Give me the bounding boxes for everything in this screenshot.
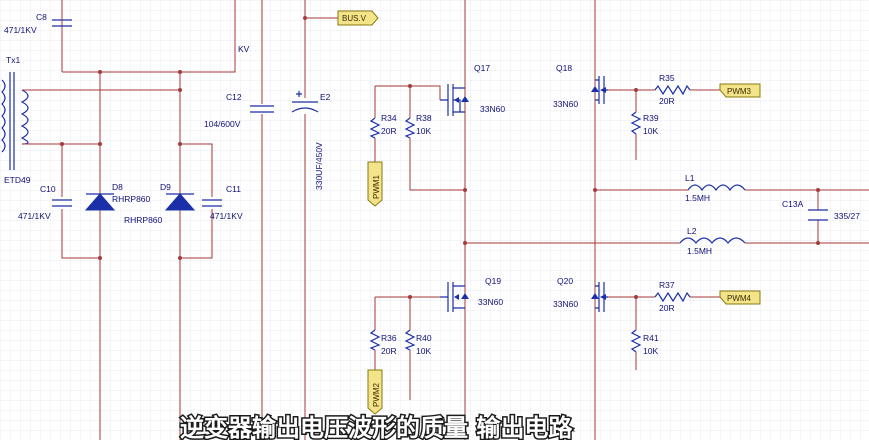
label-c10: C10 <box>40 184 56 194</box>
label-d8: D8 <box>112 182 123 192</box>
label-r34: R34 <box>381 113 397 123</box>
junctions <box>60 16 820 299</box>
resistor-r38-symbol <box>404 117 416 139</box>
resistor-r39-symbol <box>630 111 642 135</box>
label-r39-value: 10K <box>643 126 658 136</box>
port-pwm1-label: PWM1 <box>372 174 381 199</box>
resistor-r37-symbol <box>654 291 691 303</box>
capacitor-c8-symbol <box>52 0 72 27</box>
label-r36: R36 <box>381 333 397 343</box>
port-bus-v-label: BUS.V <box>342 14 367 23</box>
diode-d9-symbol <box>164 193 196 211</box>
mosfet-q19-symbol <box>440 282 469 312</box>
label-l1: L1 <box>685 173 695 183</box>
label-q18: Q18 <box>556 63 572 73</box>
label-l1-value: 1.5MH <box>685 193 710 203</box>
label-q18-value: 33N60 <box>553 99 578 109</box>
component-labels: C8 471/1KV Tx1 ETD49 KV C12 104/600V E2 … <box>4 12 860 356</box>
label-c8: C8 <box>36 12 47 22</box>
port-bus-v: BUS.V <box>337 10 379 26</box>
port-pwm4-label: PWM4 <box>727 294 752 303</box>
label-r35: R35 <box>659 73 675 83</box>
resistor-r36-symbol <box>369 329 381 351</box>
label-q20-value: 33N60 <box>553 299 578 309</box>
label-c13a-value: 335/27 <box>834 211 860 221</box>
label-r34-value: 20R <box>381 126 397 136</box>
label-r40: R40 <box>416 333 432 343</box>
resistor-r41-symbol <box>630 329 642 353</box>
resistor-r40-symbol <box>404 329 416 351</box>
label-q20: Q20 <box>557 276 573 286</box>
label-c10-value: 471/1KV <box>18 211 51 221</box>
label-c11: C11 <box>226 184 241 194</box>
label-q19-value: 33N60 <box>478 297 503 307</box>
label-q17: Q17 <box>474 63 490 73</box>
label-c12: C12 <box>226 92 242 102</box>
label-c8-value: 471/1KV <box>4 25 37 35</box>
label-r37-value: 20R <box>659 303 675 313</box>
label-r41: R41 <box>643 333 659 343</box>
label-kv: KV <box>238 44 250 54</box>
label-c13a: C13A <box>782 199 804 209</box>
port-pwm2-label: PWM2 <box>372 382 381 407</box>
capacitor-c12-symbol <box>250 104 274 114</box>
label-q19: Q19 <box>485 276 501 286</box>
label-c12-value: 104/600V <box>204 119 241 129</box>
capacitor-c10-symbol <box>52 197 72 209</box>
label-r38-value: 10K <box>416 126 431 136</box>
label-c11-value: 471/1KV <box>210 211 243 221</box>
port-pwm4: PWM4 <box>719 290 761 305</box>
port-pwm1: PWM1 <box>367 161 383 207</box>
mosfet-q20-symbol <box>591 282 608 312</box>
label-d8-value: RHRP860 <box>112 194 151 204</box>
label-d9-value: RHRP860 <box>124 215 163 225</box>
label-r36-value: 20R <box>381 346 397 356</box>
resistor-r35-symbol <box>654 84 691 96</box>
label-l2-value: 1.5MH <box>687 246 712 256</box>
video-subtitle: 逆变器输出电压波形的质量 输出电路 <box>180 414 573 440</box>
label-l2: L2 <box>687 226 697 236</box>
label-r35-value: 20R <box>659 96 675 106</box>
label-etd49: ETD49 <box>4 175 31 185</box>
label-tx1: Tx1 <box>6 55 20 65</box>
label-e2-value: 330UF/450V <box>314 142 324 190</box>
label-q17-value: 33N60 <box>480 104 505 114</box>
label-r38: R38 <box>416 113 432 123</box>
label-e2: E2 <box>320 92 331 102</box>
resistor-r34-symbol <box>369 117 381 139</box>
transformer-tx1-symbol <box>1 72 40 170</box>
inductor-l1-symbol <box>687 184 746 192</box>
capacitor-c11-symbol <box>202 197 222 209</box>
port-pwm3: PWM3 <box>719 83 761 98</box>
label-r37: R37 <box>659 280 675 290</box>
port-pwm3-label: PWM3 <box>727 87 752 96</box>
mosfet-q17-symbol <box>440 84 469 116</box>
label-r40-value: 10K <box>416 346 431 356</box>
label-r41-value: 10K <box>643 346 658 356</box>
capacitor-e2-symbol <box>291 91 319 114</box>
diode-d8-symbol <box>84 193 116 211</box>
label-d9: D9 <box>160 182 171 192</box>
label-r39: R39 <box>643 113 659 123</box>
port-pwm2: PWM2 <box>367 369 383 415</box>
inductor-l2-symbol <box>679 237 746 244</box>
capacitor-c13a-symbol <box>808 209 828 221</box>
mosfet-q18-symbol <box>591 76 608 104</box>
